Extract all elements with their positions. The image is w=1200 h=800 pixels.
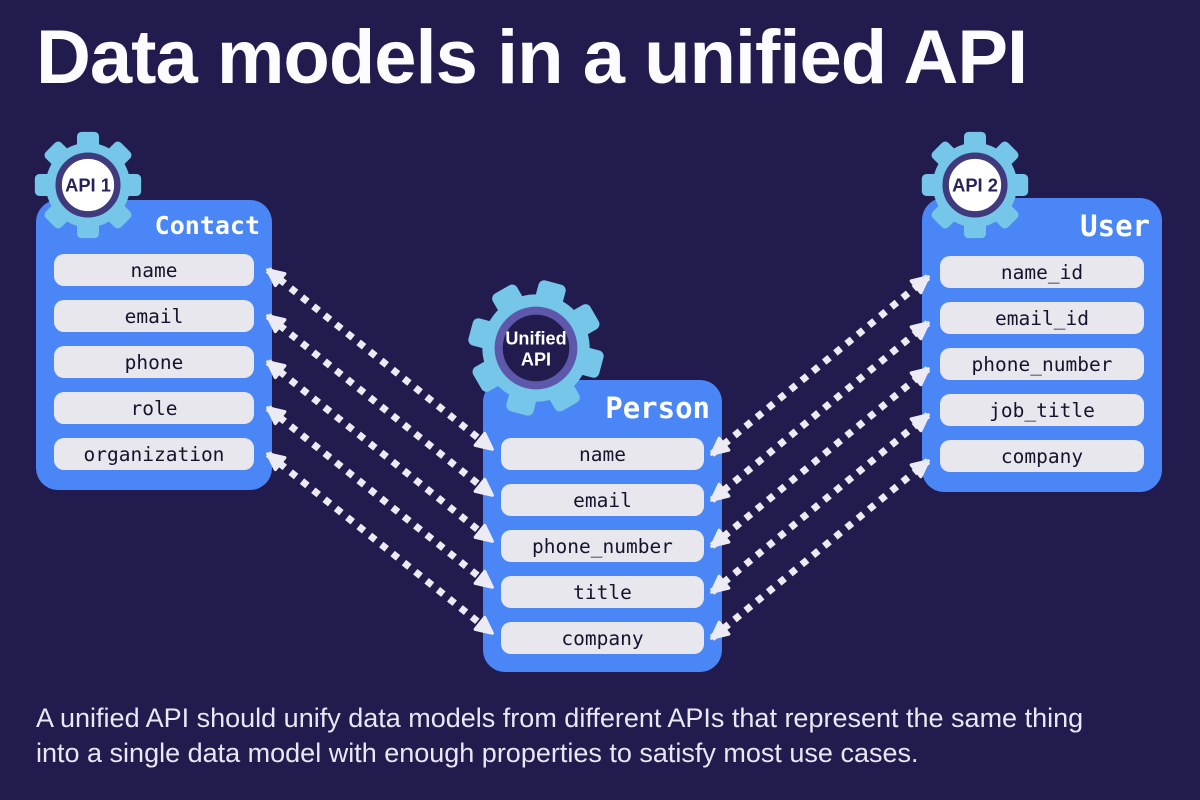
arrow-contact-email-person-email	[265, 313, 495, 498]
arrow-person-company-user-company	[709, 458, 931, 641]
unified-api-label-line1: Unified	[505, 329, 566, 349]
unified-api-gear-icon: Unified API	[468, 280, 604, 416]
field-pill-person-company: company	[501, 622, 704, 654]
caption-line-2: into a single data model with enough pro…	[36, 738, 919, 768]
contact-model-card: Contact name email phone role organizati…	[36, 200, 272, 490]
field-pill-person-title: title	[501, 576, 704, 608]
user-card-title: User	[1080, 209, 1150, 243]
arrow-person-phone-number-user-phone-number	[709, 366, 931, 549]
field-pill-contact-organization: organization	[54, 438, 254, 470]
arrow-contact-organization-person-company	[265, 451, 495, 636]
field-pill-person-name: name	[501, 438, 704, 470]
field-pill-user-job-title: job_title	[940, 394, 1144, 426]
unified-api-label-line2: API	[521, 350, 551, 370]
api-2-gear-icon: API 2	[921, 131, 1029, 239]
api-2-label: API 2	[952, 174, 998, 195]
api-1-gear-icon: API 1	[34, 131, 142, 239]
arrow-person-email-user-email-id	[709, 320, 931, 503]
api-1-label: API 1	[65, 174, 111, 195]
arrow-person-name-user-name-id	[709, 274, 931, 457]
person-card-title: Person	[605, 391, 710, 425]
contact-card-title: Contact	[154, 211, 260, 240]
field-pill-contact-name: name	[54, 254, 254, 286]
field-pill-user-phone-number: phone_number	[940, 348, 1144, 380]
arrow-contact-phone-person-phone-number	[265, 359, 495, 544]
field-pill-contact-email: email	[54, 300, 254, 332]
arrow-contact-role-person-title	[265, 405, 495, 590]
user-model-card: User name_id email_id phone_number job_t…	[922, 198, 1162, 492]
person-model-card: Person name email phone_number title com…	[483, 380, 722, 672]
field-pill-user-email-id: email_id	[940, 302, 1144, 334]
field-pill-contact-phone: phone	[54, 346, 254, 378]
arrow-person-title-user-job-title	[709, 412, 931, 595]
caption-line-1: A unified API should unify data models f…	[36, 703, 1084, 733]
caption-text: A unified API should unify data models f…	[36, 701, 1196, 771]
field-pill-user-company: company	[940, 440, 1144, 472]
field-pill-user-name-id: name_id	[940, 256, 1144, 288]
arrow-contact-name-person-name	[265, 267, 495, 452]
field-pill-contact-role: role	[54, 392, 254, 424]
field-pill-person-phone-number: phone_number	[501, 530, 704, 562]
page-title: Data models in a unified API	[36, 15, 1028, 100]
field-pill-person-email: email	[501, 484, 704, 516]
